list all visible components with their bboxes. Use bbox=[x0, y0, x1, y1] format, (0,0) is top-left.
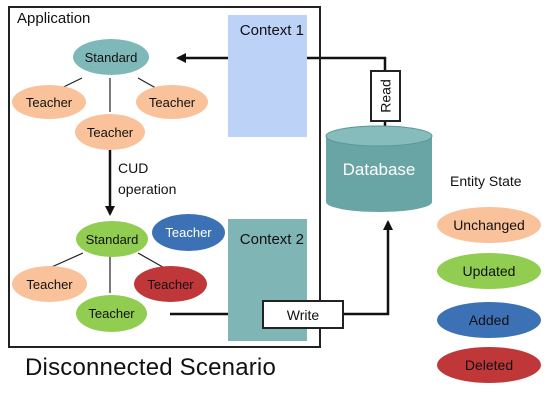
diagram-title: Disconnected Scenario bbox=[25, 354, 277, 381]
legend-updated: Updated bbox=[437, 253, 541, 289]
context-1-panel bbox=[228, 15, 307, 137]
top-teacher-middle-node: Teacher bbox=[75, 114, 145, 150]
top-teacher-left-node: Teacher bbox=[12, 85, 86, 119]
context-2-label: Context 2 bbox=[239, 231, 304, 248]
legend-added: Added bbox=[437, 302, 541, 338]
cud-operation-label: CUD operation bbox=[118, 158, 176, 200]
legend-unchanged: Unchanged bbox=[437, 207, 541, 243]
read-label: Read bbox=[377, 79, 394, 113]
database-cylinder bbox=[325, 125, 433, 212]
bottom-teacher-updated-node: Teacher bbox=[76, 295, 147, 332]
write-label: Write bbox=[286, 306, 320, 323]
read-label-box: Read bbox=[370, 70, 401, 122]
bottom-standard-node: Standard bbox=[76, 221, 148, 257]
application-label: Application bbox=[17, 10, 91, 27]
bottom-teacher-added-node: Teacher bbox=[152, 214, 225, 251]
bottom-teacher-deleted-node: Teacher bbox=[134, 266, 207, 302]
cud-label-line2: operation bbox=[118, 181, 177, 197]
legend-deleted: Deleted bbox=[437, 347, 541, 383]
bottom-teacher-left-node: Teacher bbox=[12, 266, 87, 302]
application-boundary bbox=[8, 6, 321, 348]
cud-label-line1: CUD bbox=[118, 160, 149, 176]
write-label-box: Write bbox=[262, 300, 344, 329]
database-label: Database bbox=[342, 160, 416, 179]
legend-title: Entity State bbox=[450, 173, 522, 189]
context-1-label: Context 1 bbox=[239, 22, 304, 39]
top-teacher-right-node: Teacher bbox=[136, 85, 208, 119]
top-standard-node: Standard bbox=[73, 39, 149, 75]
